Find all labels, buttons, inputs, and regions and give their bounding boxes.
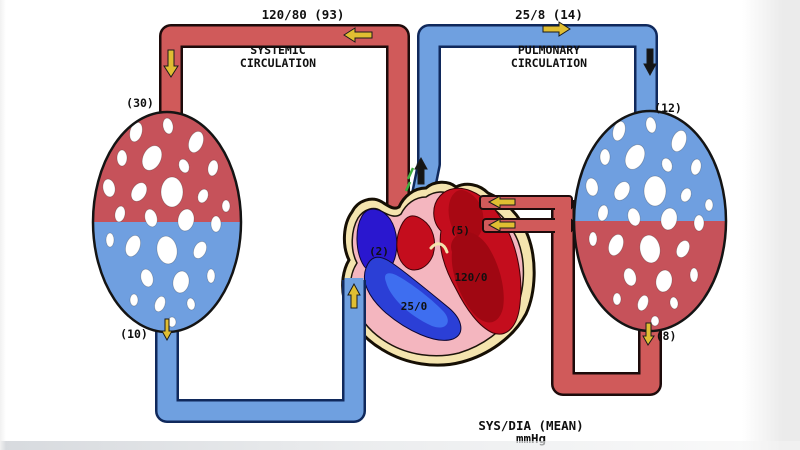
pulmonary-valve-mark-icon <box>406 167 415 180</box>
pulmonary-pressure-label: 25/8 (14) <box>515 7 583 22</box>
flow-arrows <box>161 21 657 346</box>
arrow-pulmonary-down-icon <box>643 48 657 77</box>
right-ventricle-lumen <box>385 273 448 328</box>
pulmonary-vein-pipe <box>551 200 662 396</box>
left-atrium-shade <box>448 190 484 242</box>
legend-units-line1: SYS/DIA (MEAN) <box>478 418 583 433</box>
arrow-pulm-vein-upper-icon <box>487 195 516 209</box>
systemic-pressure-label: 120/80 (93) <box>262 7 345 22</box>
arrow-vena-cava-up-icon <box>347 282 361 309</box>
right-atrium-pressure-label: (2) <box>369 245 389 258</box>
systemic-inlet-pressure-label: (30) <box>126 96 154 110</box>
pulmonary-outlet-pressure-label: (8) <box>656 329 677 343</box>
pulmonary-circulation-title-line1: PULMONARY <box>518 43 580 57</box>
pulmonary-circulation-title-line2: CIRCULATION <box>511 56 587 70</box>
background-edge-left <box>0 0 6 450</box>
arrow-lung-exit-down-icon <box>642 322 655 346</box>
arrow-capillary-exit-left-icon <box>161 318 173 342</box>
capillary-holes-left <box>102 117 231 328</box>
background-edge-right <box>742 0 800 450</box>
vena-cava-pipe <box>155 290 366 423</box>
systemic-outlet-pressure-label: (10) <box>120 327 148 341</box>
outflow-tract <box>396 215 436 271</box>
capillary-holes-right <box>585 116 714 327</box>
right-atrium <box>356 208 398 274</box>
arrow-systemic-down-icon <box>163 49 179 78</box>
systemic-artery-pipe <box>159 24 410 222</box>
arrow-aorta-left-icon <box>343 27 373 43</box>
pulmonary-inlet-pressure-label: (12) <box>654 101 682 115</box>
pulmonary-capillary-bed <box>572 109 728 333</box>
right-ventricle-pressure-label: 25/0 <box>401 300 428 313</box>
systemic-circulation-title-line1: SYSTEMIC <box>250 43 305 57</box>
valve-line <box>429 242 449 254</box>
systemic-circulation-title-line2: CIRCULATION <box>240 56 316 70</box>
left-atrium-pressure-label: (5) <box>450 224 470 237</box>
pulmonary-valve-mark2-icon <box>404 181 412 192</box>
background-edge-bottom <box>0 441 800 450</box>
arrow-pulm-vein-lower-icon <box>487 218 516 232</box>
left-ventricle-pressure-label: 120/0 <box>454 271 487 284</box>
left-ventricle-shade <box>451 232 504 323</box>
systemic-capillary-bed <box>91 110 243 334</box>
arrow-pulmonary-artery-up-icon <box>414 156 428 185</box>
arrow-pulmonary-right-icon <box>542 21 571 37</box>
